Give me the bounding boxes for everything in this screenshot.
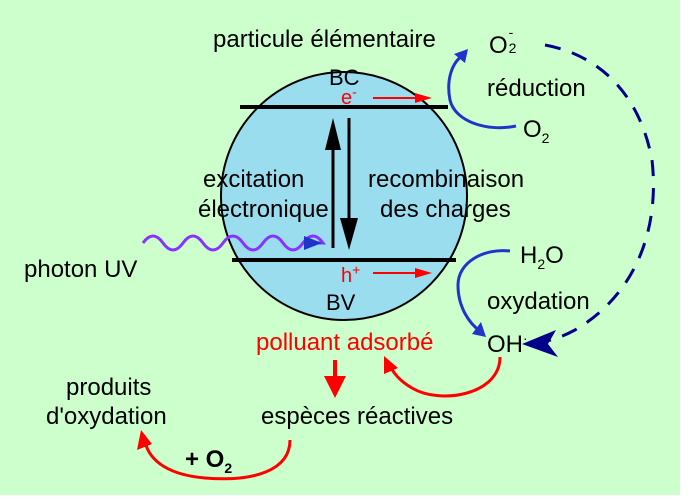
reduction-label: réduction [487,75,586,102]
h2o-subscript: 2 [537,255,546,272]
oh-label: OH· [487,330,528,358]
hole-label: h+ [341,262,360,287]
recombination-label-line1: recombinaison [368,166,525,193]
radical-conversion-dashed-arrow [522,43,655,357]
h2o-tail: O [545,242,564,269]
h2o-label: H2O [520,242,564,271]
reactive-species-label: espèces réactives [261,403,454,430]
hole-base: h [341,265,353,287]
excitation-label-line2: électronique [198,196,329,223]
pollutant-label: polluant adsorbé [256,329,434,356]
electron-base: e [341,87,353,109]
title-label: particule élémentaire [213,26,436,53]
electron-arrow [373,93,432,103]
recombination-label-line2: des charges [380,196,511,223]
hole-arrow [373,268,432,278]
products-label-line2: d'oxydation [46,403,167,430]
plus-o2-subscript: 2 [224,459,233,476]
plus-o2-label: + O2 [185,446,232,475]
band-bottom-label: BV [326,290,356,315]
photon-label: photon UV [24,256,138,283]
oxidation-label: oxydation [487,288,590,315]
electron-label: e- [341,84,357,109]
o2-base: O [523,116,542,143]
o2-radical-subscript: 2 [508,40,517,56]
electron-charge: - [352,83,357,100]
oh-dot: · [523,330,528,346]
plus-o2-base: + O [185,446,225,473]
excitation-arrow [325,118,341,248]
products-label-line1: produits [66,374,152,401]
o2-label: O2 [523,116,549,145]
oh-attack-arrow [384,356,502,398]
pollutant-to-species-arrow [324,360,346,398]
recombination-arrow [340,118,358,250]
photon-wave-arrow [141,234,326,252]
reduction-arrow [447,49,517,130]
h2o-base: H [520,242,538,269]
o2-radical-label: O-2 [489,25,518,59]
excitation-label-line1: excitation [203,166,305,193]
oxidation-products-arrow [137,430,292,481]
o2-radical-base: O [489,32,508,59]
oh-base: OH [487,331,523,358]
o2-radical-charge: - [508,24,514,40]
oxidation-arrow [456,249,511,337]
o2-subscript: 2 [541,129,550,146]
hole-charge: + [352,261,361,278]
band-top-label: BC [329,65,360,90]
